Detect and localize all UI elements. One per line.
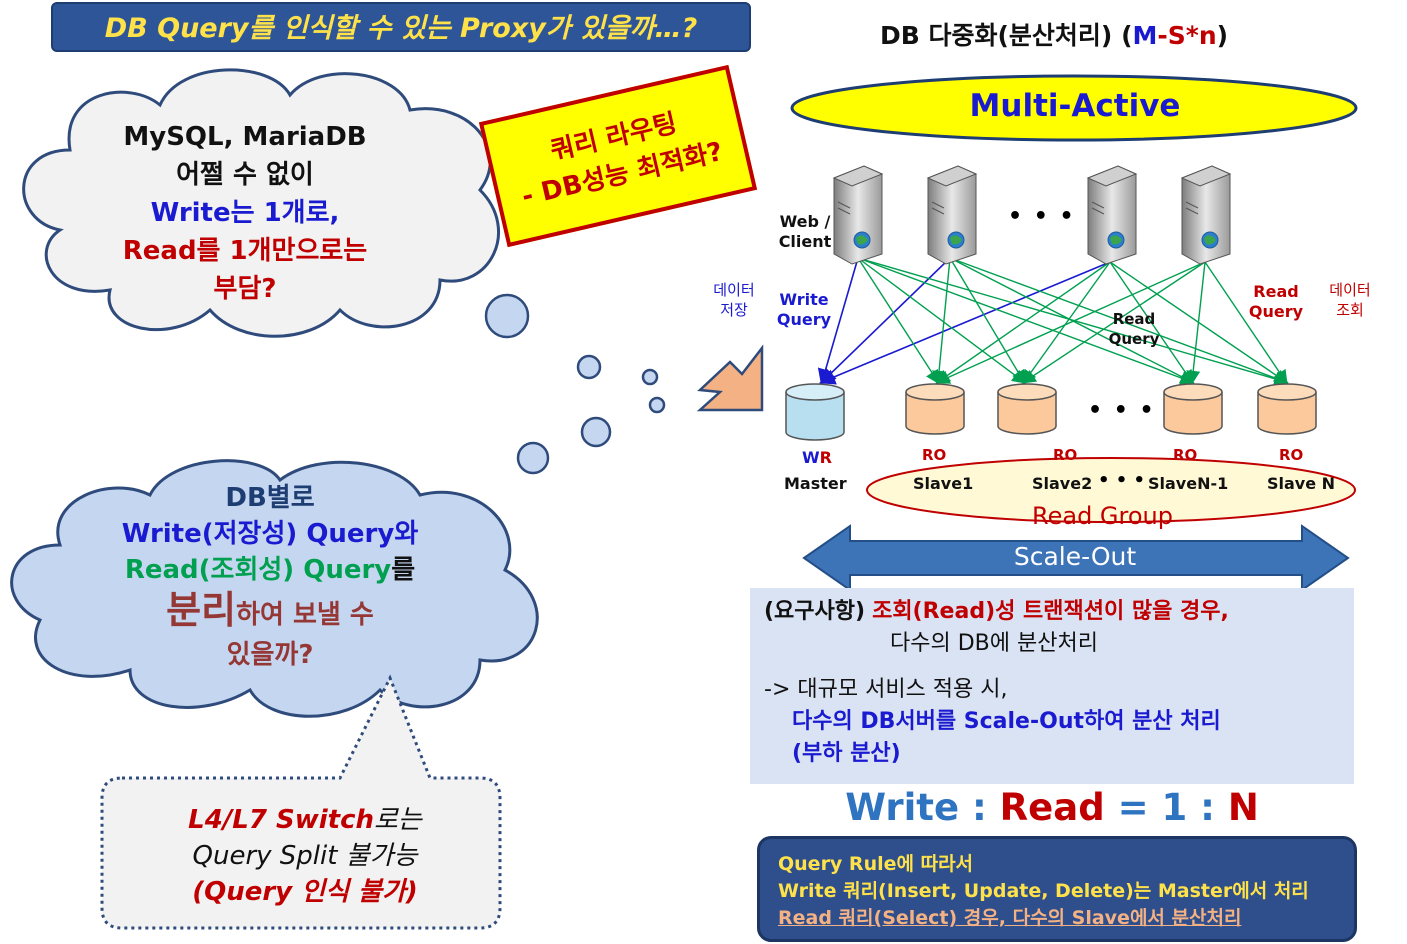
requirements-line5: (부하 분산) (792, 741, 901, 766)
write-query-label: Write Query (776, 290, 832, 329)
cloud-bottom-line3: Read(조회성) Query를 (124, 555, 416, 585)
read-query-right-label: Read Query (1248, 282, 1304, 321)
requirements-line3: -> 대규모 서비스 적용 시, (764, 677, 1008, 702)
master-label: Master (784, 474, 847, 493)
slaven-label: Slave N (1267, 474, 1336, 493)
ro-label-2: RO (1053, 446, 1078, 464)
server-dots: • • • (1008, 204, 1076, 229)
cloud-top-line5: 부담? (213, 274, 277, 304)
thought-cloud-bottom (10, 459, 539, 718)
data-store-label: 데이터 저장 (713, 281, 755, 319)
query-rule-line3: Read 쿼리(Select) 경우, 다수의 Slave에서 분산처리 (778, 907, 1242, 929)
cloud-top-line1: MySQL, MariaDB (123, 122, 367, 152)
cloud-bottom-line1: DB별로 (225, 483, 315, 513)
cloud-bottom-text: DB별로 Write(저장성) Query와 Read(조회성) Query를 … (70, 480, 470, 673)
ro-label-4: RO (1279, 446, 1304, 464)
ro-label-3: RO (1173, 446, 1198, 464)
callout-line1: L4/L7 Switch로는 (188, 805, 422, 835)
multi-active-label: Multi-Active (969, 88, 1181, 124)
read-group-label: Read Group (1032, 502, 1173, 530)
pointer-arrow (696, 344, 764, 412)
callout-line3: (Query 인식 불가) (192, 877, 418, 907)
callout-text: L4/L7 Switch로는 Query Split 불가능 (Query 인식… (110, 802, 500, 910)
ro-label-1: RO (922, 446, 947, 464)
requirements-line4: 다수의 DB서버를 Scale-Out하여 분산 처리 (792, 709, 1221, 734)
thought-cloud-top (22, 68, 500, 338)
cloud-bottom-line5: 있을까? (226, 640, 314, 670)
requirements-line1: (요구사항) 조회(Read)성 트랜잭션이 많을 경우, (764, 599, 1229, 624)
master-db-icon (785, 383, 845, 441)
read-arrows (857, 257, 1289, 386)
query-rule-box: Query Rule에 따라서 Write 쿼리(Insert, Update,… (757, 836, 1357, 942)
slaven1-db-icon (1163, 383, 1223, 435)
slaven1-label: SlaveN-1 (1148, 474, 1229, 493)
read-query-mid-label: Read Query (1108, 310, 1160, 348)
database-icons (785, 383, 1317, 441)
slave2-label: Slave2 (1032, 474, 1093, 493)
slaven-db-icon (1257, 383, 1317, 435)
server-icons (832, 165, 1232, 265)
scale-out-arrow (802, 524, 1350, 592)
slave1-db-icon (905, 383, 965, 435)
requirements-box: (요구사항) 조회(Read)성 트랜잭션이 많을 경우, 다수의 DB에 분산… (750, 588, 1354, 784)
banner-question: DB Query를 인식할 수 있는 Proxy가 있을까…? (51, 2, 751, 52)
callout-line2: Query Split 불가능 (192, 841, 418, 871)
read-group-ellipse (866, 457, 1356, 523)
web-client-label: Web / Client (778, 212, 832, 251)
multi-active-ellipse (790, 74, 1358, 142)
write-arrows (817, 257, 1111, 386)
data-read-label: 데이터 조회 (1329, 281, 1371, 319)
slave2-db-icon (997, 383, 1057, 435)
callout-bubble (100, 674, 502, 930)
query-rule-line2: Write 쿼리(Insert, Update, Delete)는 Master… (778, 880, 1309, 902)
scale-out-label: Scale-Out (1013, 542, 1137, 571)
cloud-top-line2: 어쩔 수 없이 (176, 160, 314, 190)
write-read-ratio: Write : Read = 1 : N (845, 786, 1259, 829)
cloud-bottom-line2: Write(저장성) Query와 (121, 519, 419, 549)
thought-bubbles (484, 293, 666, 475)
slave1-label: Slave1 (913, 474, 974, 493)
db-dots: • • • (1088, 398, 1156, 423)
cloud-bottom-line4: 분리하여 보낼 수 (166, 588, 374, 632)
wr-label: WR (802, 448, 832, 467)
cloud-top-line3: Write는 1개로, (150, 198, 340, 228)
cloud-top-text: MySQL, MariaDB 어쩔 수 없이 Write는 1개로, Read를… (70, 118, 420, 308)
requirements-line2: 다수의 DB에 분산처리 (890, 631, 1098, 656)
node-dots: • • • (1098, 470, 1146, 491)
query-rule-line1: Query Rule에 따라서 (778, 853, 974, 875)
page-title: DB 다중화(분산처리) (M-S*n) (880, 21, 1229, 50)
cloud-top-line4: Read를 1개만으로는 (122, 236, 368, 266)
